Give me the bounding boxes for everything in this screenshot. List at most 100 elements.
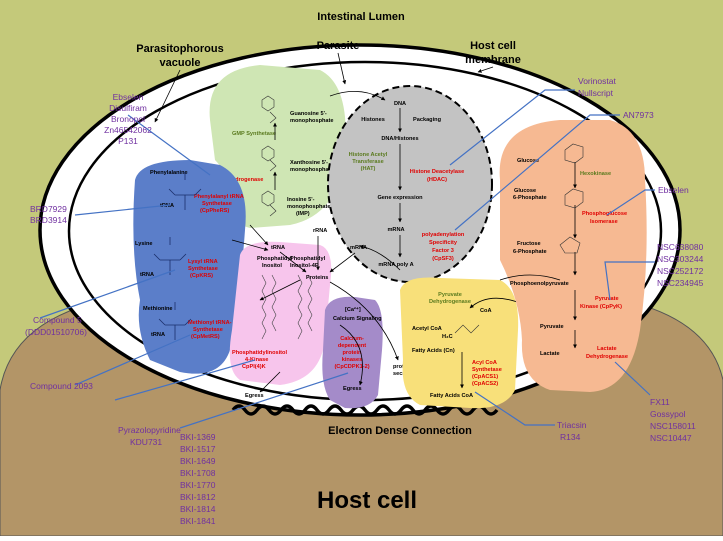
histones-label: Histones (361, 117, 385, 123)
hat-label-2: Transferase (352, 159, 383, 165)
trna-cloverleaf-icons (153, 172, 202, 340)
intestinal-lumen-label: Intestinal Lumen (317, 11, 405, 23)
drug-impdh-3: Zn46542062 (104, 125, 152, 135)
pi4k-label-3: CpPI(4)K (242, 364, 266, 370)
xanthosine-label-1: Xanthosine 5'- (290, 160, 328, 166)
drug-cpsf: AN7973 (623, 110, 654, 120)
pep-label: Phosphoenolpyruvate (510, 281, 569, 287)
cdpk-label-5: (CpCDPK1-2) (334, 364, 369, 370)
trna3-label: tRNA (151, 332, 165, 338)
pi-lipid-chains (261, 274, 313, 340)
cdpk-label-1: Calcium- (340, 336, 364, 342)
glycolysis-molecules (559, 143, 584, 254)
f6p-label-2: 6-Phosphate (513, 249, 547, 255)
calcium-egress-label: Egress (343, 386, 362, 392)
drug-ldh-1: Gossypol (650, 409, 686, 419)
drug-impdh-0: Ebselen (113, 92, 144, 102)
drug-ldh-2: NSC158011 (650, 421, 696, 431)
nucleus-mrna-label: mRNA (387, 227, 404, 233)
metrs-label-2: Synthetase (193, 327, 223, 333)
drug-cdpk-2: BKI-1649 (180, 456, 216, 466)
center-trna-label: tRNA (271, 245, 285, 251)
dna-label: DNA (394, 101, 406, 107)
acs-label-2: Synthetase (472, 367, 502, 373)
phers-label-1: Phenylalanyl tRNA (194, 194, 244, 200)
lactate-label: Lactate (540, 351, 560, 357)
pdh-label-2: Dehydrogenase (429, 299, 471, 305)
cpsf-label-4: (CpSF3) (432, 256, 454, 262)
parasite-label: Parasite (317, 40, 360, 52)
nucleus-region (327, 85, 493, 283)
proteins-label: Proteins (306, 275, 328, 281)
pgi-label-1: Phosphoglucose (582, 211, 627, 217)
nucleus-arrows (329, 91, 402, 258)
glycolysis-arrows (499, 162, 577, 349)
pi-egress-label: Egress (245, 393, 264, 399)
drug-ldh-3: NSC10447 (650, 433, 692, 443)
drug-cdpk-4: BKI-1770 (180, 480, 216, 490)
drug-phers-0: BRD7929 (30, 204, 67, 214)
phers-label-3: (CpPheRS) (200, 208, 229, 214)
electron-dense-label: Electron Dense Connection (328, 425, 472, 437)
drug-impdh-4: P131 (118, 136, 138, 146)
center-arrows (231, 224, 401, 393)
ca-signaling-label: Calcium Signaling (333, 316, 382, 322)
g6p-label-1: Glucose (514, 188, 536, 194)
drug-pyk-1: NSC303244 (657, 254, 704, 264)
pyk-label-2: Kinase (CpPyK) (580, 304, 622, 310)
ch3-label: H₃C (442, 334, 453, 340)
drugs-cdpk: BKI-1369 BKI-1517 BKI-1649 BKI-1708 BKI-… (180, 432, 216, 526)
host-cell-label: Host cell (317, 487, 417, 514)
pi-label-2: Inositol (262, 263, 282, 269)
acs-label-1: Acyl CoA (472, 360, 497, 366)
metrs-label-3: (CpMetRS) (191, 334, 220, 340)
guanosine-label-1: Guanosine 5'- (290, 111, 327, 117)
hdac-label-2: (HDAC) (427, 177, 447, 183)
drug-pyk-0: NSC638080 (657, 242, 704, 252)
pdh-label-1: Pyruvate (438, 292, 462, 298)
parasite-pointer (337, 52, 347, 85)
pyruvate-label: Pyruvate (540, 324, 564, 330)
drugs-pyk: NSC638080 NSC303244 NSC252172 NSC234945 (657, 242, 704, 288)
hexokinase-label: Hexokinase (580, 171, 611, 177)
ldh-label-1: Lactate (597, 346, 617, 352)
cdpk-label-4: kinases (342, 357, 363, 363)
pi4k-label-2: 4-Kinase (245, 357, 268, 363)
drug-lysrs-1: (DDD01510706) (25, 327, 87, 337)
drug-pyk-2: NSC252172 (657, 266, 704, 276)
drug-acs-0: Triacsin (557, 420, 587, 430)
cpsf-label-3: Factor 3 (432, 248, 454, 254)
gene-expression-label: Gene expression (377, 195, 423, 201)
drug-acs-1: R134 (560, 432, 581, 442)
lysine-label: Lysine (135, 241, 153, 247)
fatty-acids-coa-label: Fatty Acids CoA (430, 393, 473, 399)
pi4k-label-1: Phosphatidylinositol (232, 350, 287, 356)
lysrs-label-1: Lysyl tRNA (188, 259, 218, 265)
cdpk-label-2: dependent (338, 343, 366, 349)
center-mrna-label: mRNA (350, 245, 367, 251)
center-rrna-label: rRNA (313, 228, 327, 234)
drugs-ldh: FX11 Gossypol NSC158011 NSC10447 (650, 397, 696, 443)
acetyl-structure (454, 324, 480, 334)
drug-cdpk-0: BKI-1369 (180, 432, 216, 442)
gmp-synthetase-label: GMP Synthetase (232, 131, 276, 137)
host-membrane-label-2: membrane (465, 54, 521, 66)
gmp-molecules (261, 95, 277, 217)
drug-pi4k-0: Pyrazolopyridine (118, 425, 181, 435)
dna-histones-label: DNA/Histones (381, 136, 418, 142)
drug-connectors (39, 89, 655, 429)
drug-cdpk-3: BKI-1708 (180, 468, 216, 478)
drug-phers-1: BRD3914 (30, 215, 67, 225)
lysrs-label-2: Synthetase (188, 266, 218, 272)
inosine-label-2: monophosphate (287, 204, 331, 210)
fatty-acids-label: Fatty Acids (Cn) (412, 348, 455, 354)
drug-cdpk-5: BKI-1812 (180, 492, 216, 502)
drug-cdpk-6: BKI-1814 (180, 504, 216, 514)
drug-lysrs-0: Compound 5 (33, 315, 82, 325)
pv-label-2: vacuole (160, 57, 201, 69)
pi4p-label-1: Phosphatidyl (290, 256, 326, 262)
drug-pgi: Ebselen (658, 185, 689, 195)
drug-impdh-1: Disulfiram (109, 103, 147, 113)
host-membrane-label-1: Host cell (470, 40, 516, 52)
